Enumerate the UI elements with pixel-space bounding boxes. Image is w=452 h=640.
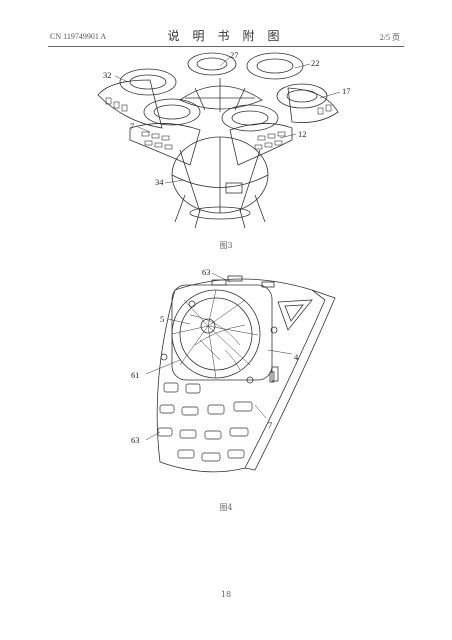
header-rule: [48, 46, 404, 47]
label-4: 4: [294, 352, 299, 362]
page-number: 18: [220, 590, 232, 599]
figure-4-caption: 图4: [219, 503, 233, 512]
label-61: 61: [131, 370, 140, 380]
label-7-fig4: 7: [268, 420, 272, 430]
figure-3-caption: 图3: [219, 241, 233, 250]
center-dome: [179, 85, 263, 110]
petal-right-back: [287, 87, 339, 123]
figure-3-labels: 27 22 32 17 7 12 34: [103, 50, 351, 187]
label-34: 34: [155, 177, 164, 187]
figure-4-labels: 63 5 4 61 7 63: [131, 267, 299, 445]
curved-panel: [156, 278, 326, 473]
fan-hub: [200, 318, 216, 334]
triangle-marker: [277, 299, 313, 331]
figure-4-drawing: [145, 272, 336, 473]
label-22: 22: [311, 58, 320, 68]
petal-left-back: [97, 79, 163, 129]
label-63-top: 63: [202, 267, 211, 277]
label-27: 27: [230, 50, 239, 60]
key-slots: [157, 382, 253, 462]
patent-number: CN 119749901 A: [50, 32, 107, 41]
label-63-bottom: 63: [131, 435, 140, 445]
document-section-title: 说 明 书 附 图: [167, 29, 285, 43]
label-12: 12: [298, 129, 307, 139]
fan-guard: [171, 289, 261, 379]
petal-left-front: [129, 123, 201, 166]
page-count: 2/5 页: [379, 33, 400, 42]
figure-3-drawing: [97, 52, 341, 229]
fan-housing: [171, 284, 273, 381]
label-32: 32: [103, 70, 112, 80]
label-7: 7: [130, 121, 134, 131]
label-5: 5: [160, 314, 164, 324]
label-17: 17: [342, 86, 351, 96]
